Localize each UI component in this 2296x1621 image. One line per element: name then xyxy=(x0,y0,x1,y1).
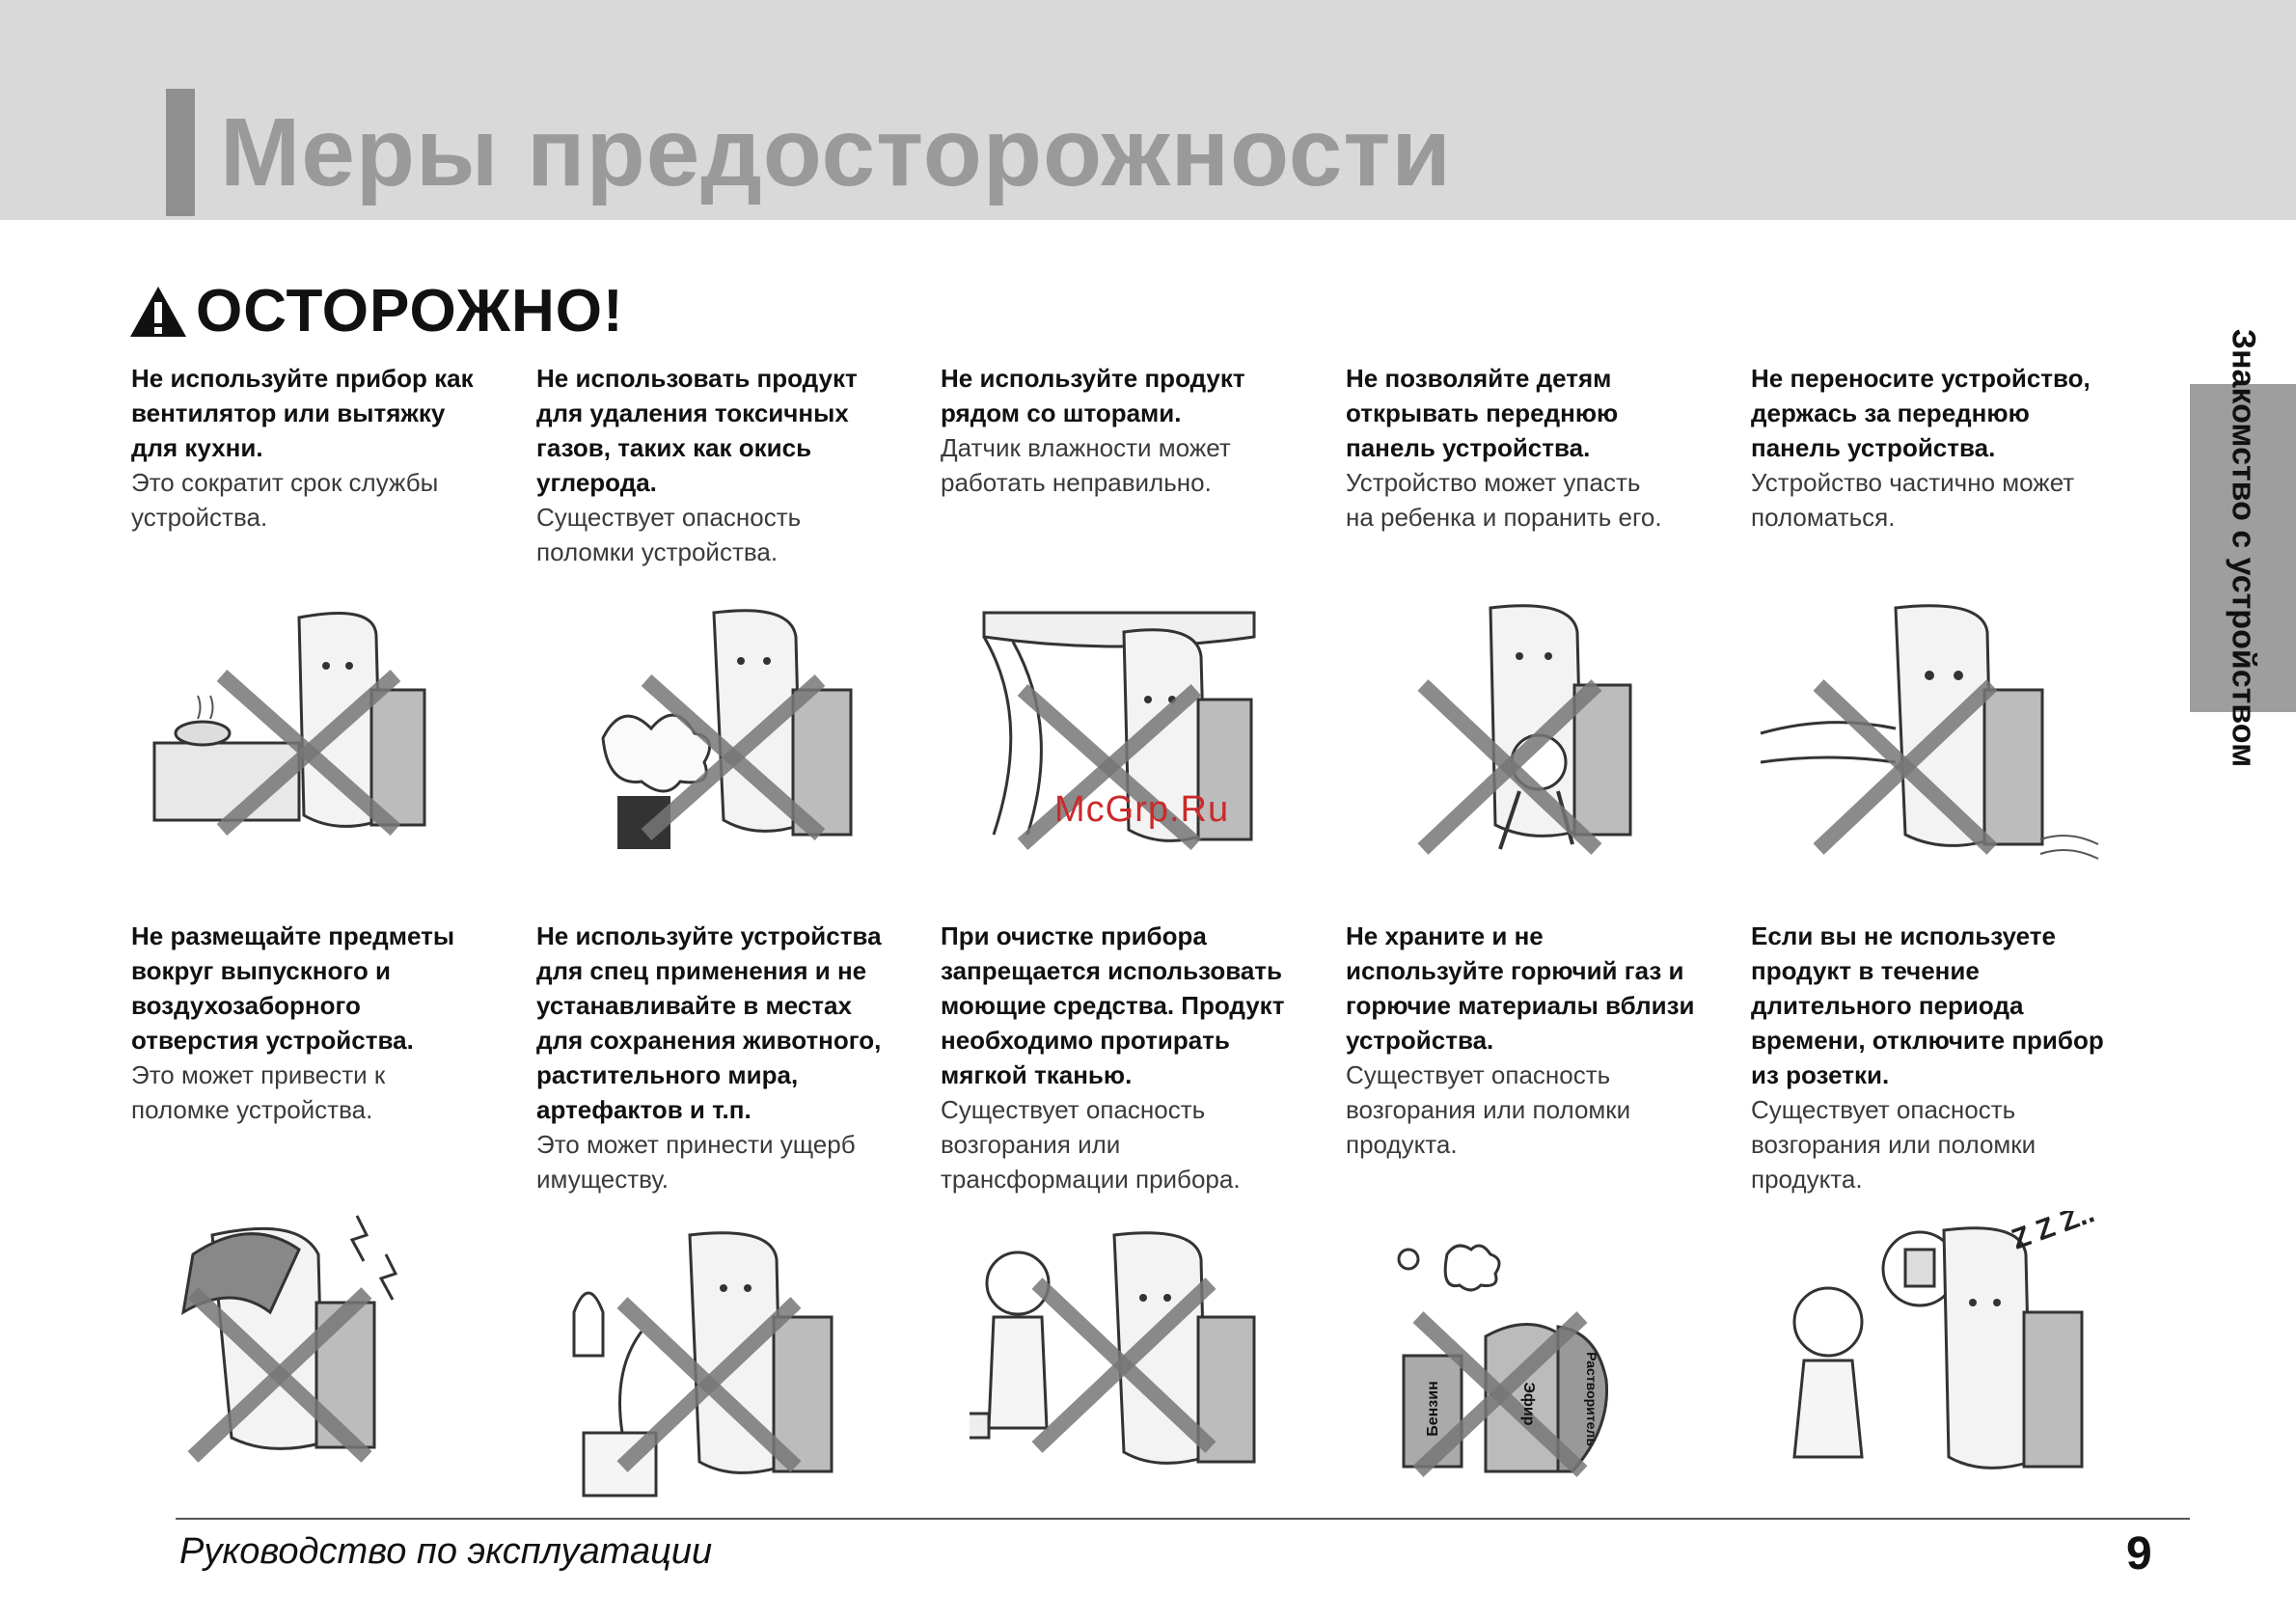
caution-item: Не используйте продукт рядом со шторами.… xyxy=(941,361,1322,500)
item-heading: Не размещайте предметы вокруг выпускного… xyxy=(131,921,455,1055)
footer-divider xyxy=(176,1518,2190,1520)
item-heading: Если вы не используете продукт в течение… xyxy=(1751,921,2104,1089)
carry-panel-illustration xyxy=(1760,604,2099,860)
item-heading: Не использовать продукт для удаления ток… xyxy=(536,364,858,497)
item-body: Существует опасность поломки устройства. xyxy=(536,503,802,566)
unplug-illustration: Z Z Z.. xyxy=(1792,1211,2098,1470)
warning-triangle-icon xyxy=(130,287,186,337)
page-title: Меры предосторожности xyxy=(220,98,1452,206)
watermark: McGrp.Ru xyxy=(1054,789,1230,830)
item-heading: Не используйте продукт рядом со шторами. xyxy=(941,364,1245,427)
sleep-snore-label: Z Z Z.. xyxy=(2008,1211,2098,1256)
item-body: Существует опасность возгорания или тран… xyxy=(941,1095,1241,1194)
side-tab xyxy=(2190,384,2296,712)
item-body: Это сократит срок службы устройства. xyxy=(131,468,439,532)
child-panel-illustration xyxy=(1417,604,1632,855)
item-body: Устройство может упасть на ребенка и пор… xyxy=(1346,468,1662,532)
page-number: 9 xyxy=(2126,1528,2152,1580)
item-heading: Не используйте устройства для спец приме… xyxy=(536,921,882,1124)
blocked-vents-illustration xyxy=(180,1215,398,1463)
header-band xyxy=(0,0,2296,220)
caution-item: Если вы не используете продукт в течение… xyxy=(1751,919,2132,1196)
item-body: Существует опасность возгорания или поло… xyxy=(1751,1095,2036,1194)
item-body: Устройство частично может поломаться. xyxy=(1751,468,2075,532)
caution-item: Не используйте прибор как вентилятор или… xyxy=(131,361,512,535)
item-body: Это может привести к поломке устройства. xyxy=(131,1060,386,1124)
caution-title: ОСТОРОЖНО! xyxy=(196,278,624,344)
caution-heading: ОСТОРОЖНО! xyxy=(128,282,624,342)
side-tab-label: Знакомство с устройством xyxy=(2225,328,2262,768)
flammable-illustration: Бензин Эфир Растворитель xyxy=(1397,1244,1609,1477)
toxic-gas-illustration xyxy=(601,609,853,849)
caution-item: Не храните и не используйте горючий газ … xyxy=(1346,919,1727,1162)
caution-item: При очистке прибора запрещается использо… xyxy=(941,919,1322,1196)
caution-item: Не используйте устройства для спец приме… xyxy=(536,919,917,1196)
kitchen-illustration xyxy=(152,612,426,836)
header-accent-bar xyxy=(166,89,195,216)
item-body: Это может принести ущерб имуществу. xyxy=(536,1130,856,1194)
caution-item: Не размещайте предметы вокруг выпускного… xyxy=(131,919,512,1127)
ether-can-label: Эфир xyxy=(1520,1383,1537,1426)
item-heading: Не переносите устройство, держась за пер… xyxy=(1751,364,2091,462)
cleaning-illustration xyxy=(970,1231,1256,1465)
curtain-illustration xyxy=(982,611,1256,850)
caution-item: Не использовать продукт для удаления ток… xyxy=(536,361,917,569)
item-body: Датчик влажности может работать неправил… xyxy=(941,433,1231,497)
caution-item: Не переносите устройство, держась за пер… xyxy=(1751,361,2132,535)
item-heading: При очистке прибора запрещается использо… xyxy=(941,921,1285,1089)
item-heading: Не используйте прибор как вентилятор или… xyxy=(131,364,474,462)
footer-title: Руководство по эксплуатации xyxy=(179,1531,713,1572)
caution-item: Не позволяйте детям открывать переднюю п… xyxy=(1346,361,1727,535)
solvent-can-label: Растворитель xyxy=(1584,1352,1599,1446)
item-heading: Не храните и не используйте горючий газ … xyxy=(1346,921,1695,1055)
gasoline-can-label: Бензин xyxy=(1425,1381,1441,1437)
item-heading: Не позволяйте детям открывать переднюю п… xyxy=(1346,364,1619,462)
special-use-illustration xyxy=(572,1231,834,1497)
item-body: Существует опасность возгорания или поло… xyxy=(1346,1060,1631,1159)
